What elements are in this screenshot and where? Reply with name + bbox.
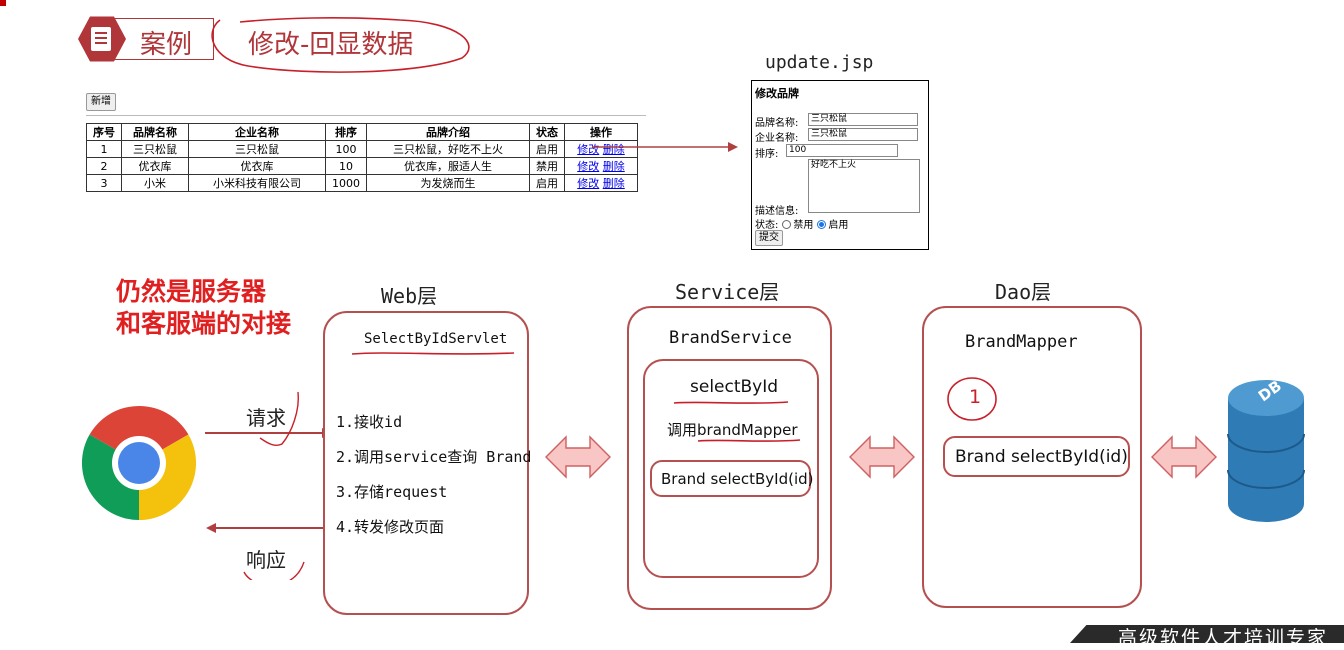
table-row: 1 三只松鼠 三只松鼠 100 三只松鼠，好吃不上火 启用 修改 删除 [86, 140, 638, 158]
dao-layer-label: Dao层 [995, 280, 1052, 304]
marker-circle-annotation [947, 377, 997, 421]
cell-order: 100 [325, 140, 367, 158]
call-target: brandMapper [697, 421, 798, 439]
cell-id: 3 [86, 174, 122, 192]
title-circle-annotation [211, 17, 470, 73]
cell-status: 禁用 [529, 157, 565, 175]
cell-id: 1 [86, 140, 122, 158]
cell-status: 启用 [529, 140, 565, 158]
footer-slogan: 高级软件人才培训专家 [1118, 627, 1329, 649]
web-step-3: 3.存储request [336, 483, 448, 501]
cell-order: 1000 [325, 174, 367, 192]
delete-link[interactable]: 删除 [602, 177, 625, 190]
service-signature: Brand selectById(id) [661, 470, 814, 488]
form-heading: 修改品牌 [755, 87, 799, 100]
servlet-name: SelectByIdServlet [364, 331, 508, 347]
web-layer-label: Web层 [381, 284, 438, 308]
col-header: 状态 [529, 123, 565, 141]
brand-name-input[interactable]: 三只松鼠 [808, 113, 918, 126]
service-signature-box [650, 460, 811, 497]
cell-brand: 优衣库 [121, 157, 189, 175]
mapper-underline [697, 439, 801, 442]
edit-link[interactable]: 修改 [577, 160, 600, 173]
method-underline [673, 401, 789, 404]
jsp-file-label: update.jsp [765, 52, 874, 73]
status-on-label: 启用 [828, 220, 849, 231]
web-service-double-arrow [545, 435, 611, 479]
servlet-underline [351, 352, 515, 355]
brand-name-label: 品牌名称: [755, 118, 799, 129]
cell-desc: 优衣库，服适人生 [366, 157, 530, 175]
cell-id: 2 [86, 157, 122, 175]
status-label: 状态: [755, 220, 779, 231]
col-header: 企业名称 [188, 123, 326, 141]
order-input[interactable]: 100 [786, 144, 898, 157]
col-header: 品牌名称 [121, 123, 189, 141]
chrome-browser-icon [81, 406, 197, 520]
company-name-label: 企业名称: [755, 133, 799, 144]
web-step-2: 2.调用service查询 Brand [336, 448, 532, 466]
request-label: 请求 [246, 406, 286, 430]
dao-db-double-arrow [1151, 435, 1217, 479]
cell-actions: 修改 删除 [564, 157, 638, 175]
add-button[interactable]: 新增 [86, 93, 116, 111]
dao-class-name: BrandMapper [965, 332, 1078, 352]
web-layer-box [323, 311, 529, 615]
status-off-label: 禁用 [793, 220, 814, 231]
table-header-row: 序号 品牌名称 企业名称 排序 品牌介绍 状态 操作 [86, 123, 638, 141]
web-step-1: 1.接收id [336, 413, 403, 431]
cell-desc: 三只松鼠，好吃不上火 [366, 140, 530, 158]
note-line-2: 和客服端的对接 [116, 309, 292, 338]
edit-to-form-arrow [592, 142, 738, 152]
col-header: 序号 [86, 123, 122, 141]
web-step-4: 4.转发修改页面 [336, 518, 445, 536]
description-label: 描述信息: [755, 206, 799, 217]
case-label: 案例 [140, 30, 193, 60]
radio-disabled-icon[interactable] [782, 220, 792, 229]
response-label: 响应 [246, 548, 286, 572]
submit-button[interactable]: 提交 [755, 230, 783, 246]
call-prefix: 调用 [667, 421, 698, 439]
col-header: 品牌介绍 [366, 123, 530, 141]
order-label: 排序: [755, 149, 779, 160]
status-row: 状态: 禁用 启用 [755, 216, 848, 231]
case-frame [112, 18, 214, 60]
cell-actions: 修改 删除 [564, 174, 638, 192]
database-icon [1227, 380, 1305, 522]
delete-link[interactable]: 删除 [602, 160, 625, 173]
brand-table: 序号 品牌名称 企业名称 排序 品牌介绍 状态 操作 1 三只松鼠 三只松鼠 1… [86, 123, 638, 192]
description-textarea[interactable]: 好吃不上火 [808, 159, 920, 213]
document-icon [91, 27, 111, 51]
update-form: 修改品牌 品牌名称: 三只松鼠 企业名称: 三只松鼠 排序: 100 好吃不上火… [751, 80, 929, 250]
cell-company: 小米科技有限公司 [188, 174, 326, 192]
red-note: 仍然是服务器 和客服端的对接 [116, 276, 291, 340]
cell-status: 启用 [529, 174, 565, 192]
cell-brand: 三只松鼠 [121, 140, 189, 158]
dao-marker: 1 [969, 386, 982, 408]
cell-company: 优衣库 [188, 157, 326, 175]
corner-mark [0, 0, 6, 6]
service-layer-label: Service层 [675, 280, 780, 304]
footer-bar [1070, 625, 1344, 643]
company-name-input[interactable]: 三只松鼠 [808, 128, 918, 141]
radio-enabled-icon[interactable] [817, 220, 827, 229]
service-dao-double-arrow [849, 435, 915, 479]
cell-desc: 为发烧而生 [366, 174, 530, 192]
divider [86, 115, 646, 116]
cell-company: 三只松鼠 [188, 140, 326, 158]
service-method-name: selectById [690, 377, 779, 397]
service-class-name: BrandService [669, 328, 792, 348]
page-title: 修改-回显数据 [248, 30, 414, 60]
edit-link[interactable]: 修改 [577, 177, 600, 190]
dao-signature-box [943, 436, 1130, 477]
dao-signature: Brand selectById(id) [955, 447, 1128, 467]
col-header: 排序 [325, 123, 367, 141]
table-row: 3 小米 小米科技有限公司 1000 为发烧而生 启用 修改 删除 [86, 174, 638, 192]
cell-brand: 小米 [121, 174, 189, 192]
table-row: 2 优衣库 优衣库 10 优衣库，服适人生 禁用 修改 删除 [86, 157, 638, 175]
cell-order: 10 [325, 157, 367, 175]
service-call-line: 调用brandMapper [667, 419, 798, 440]
note-line-1: 仍然是服务器 [116, 277, 267, 306]
